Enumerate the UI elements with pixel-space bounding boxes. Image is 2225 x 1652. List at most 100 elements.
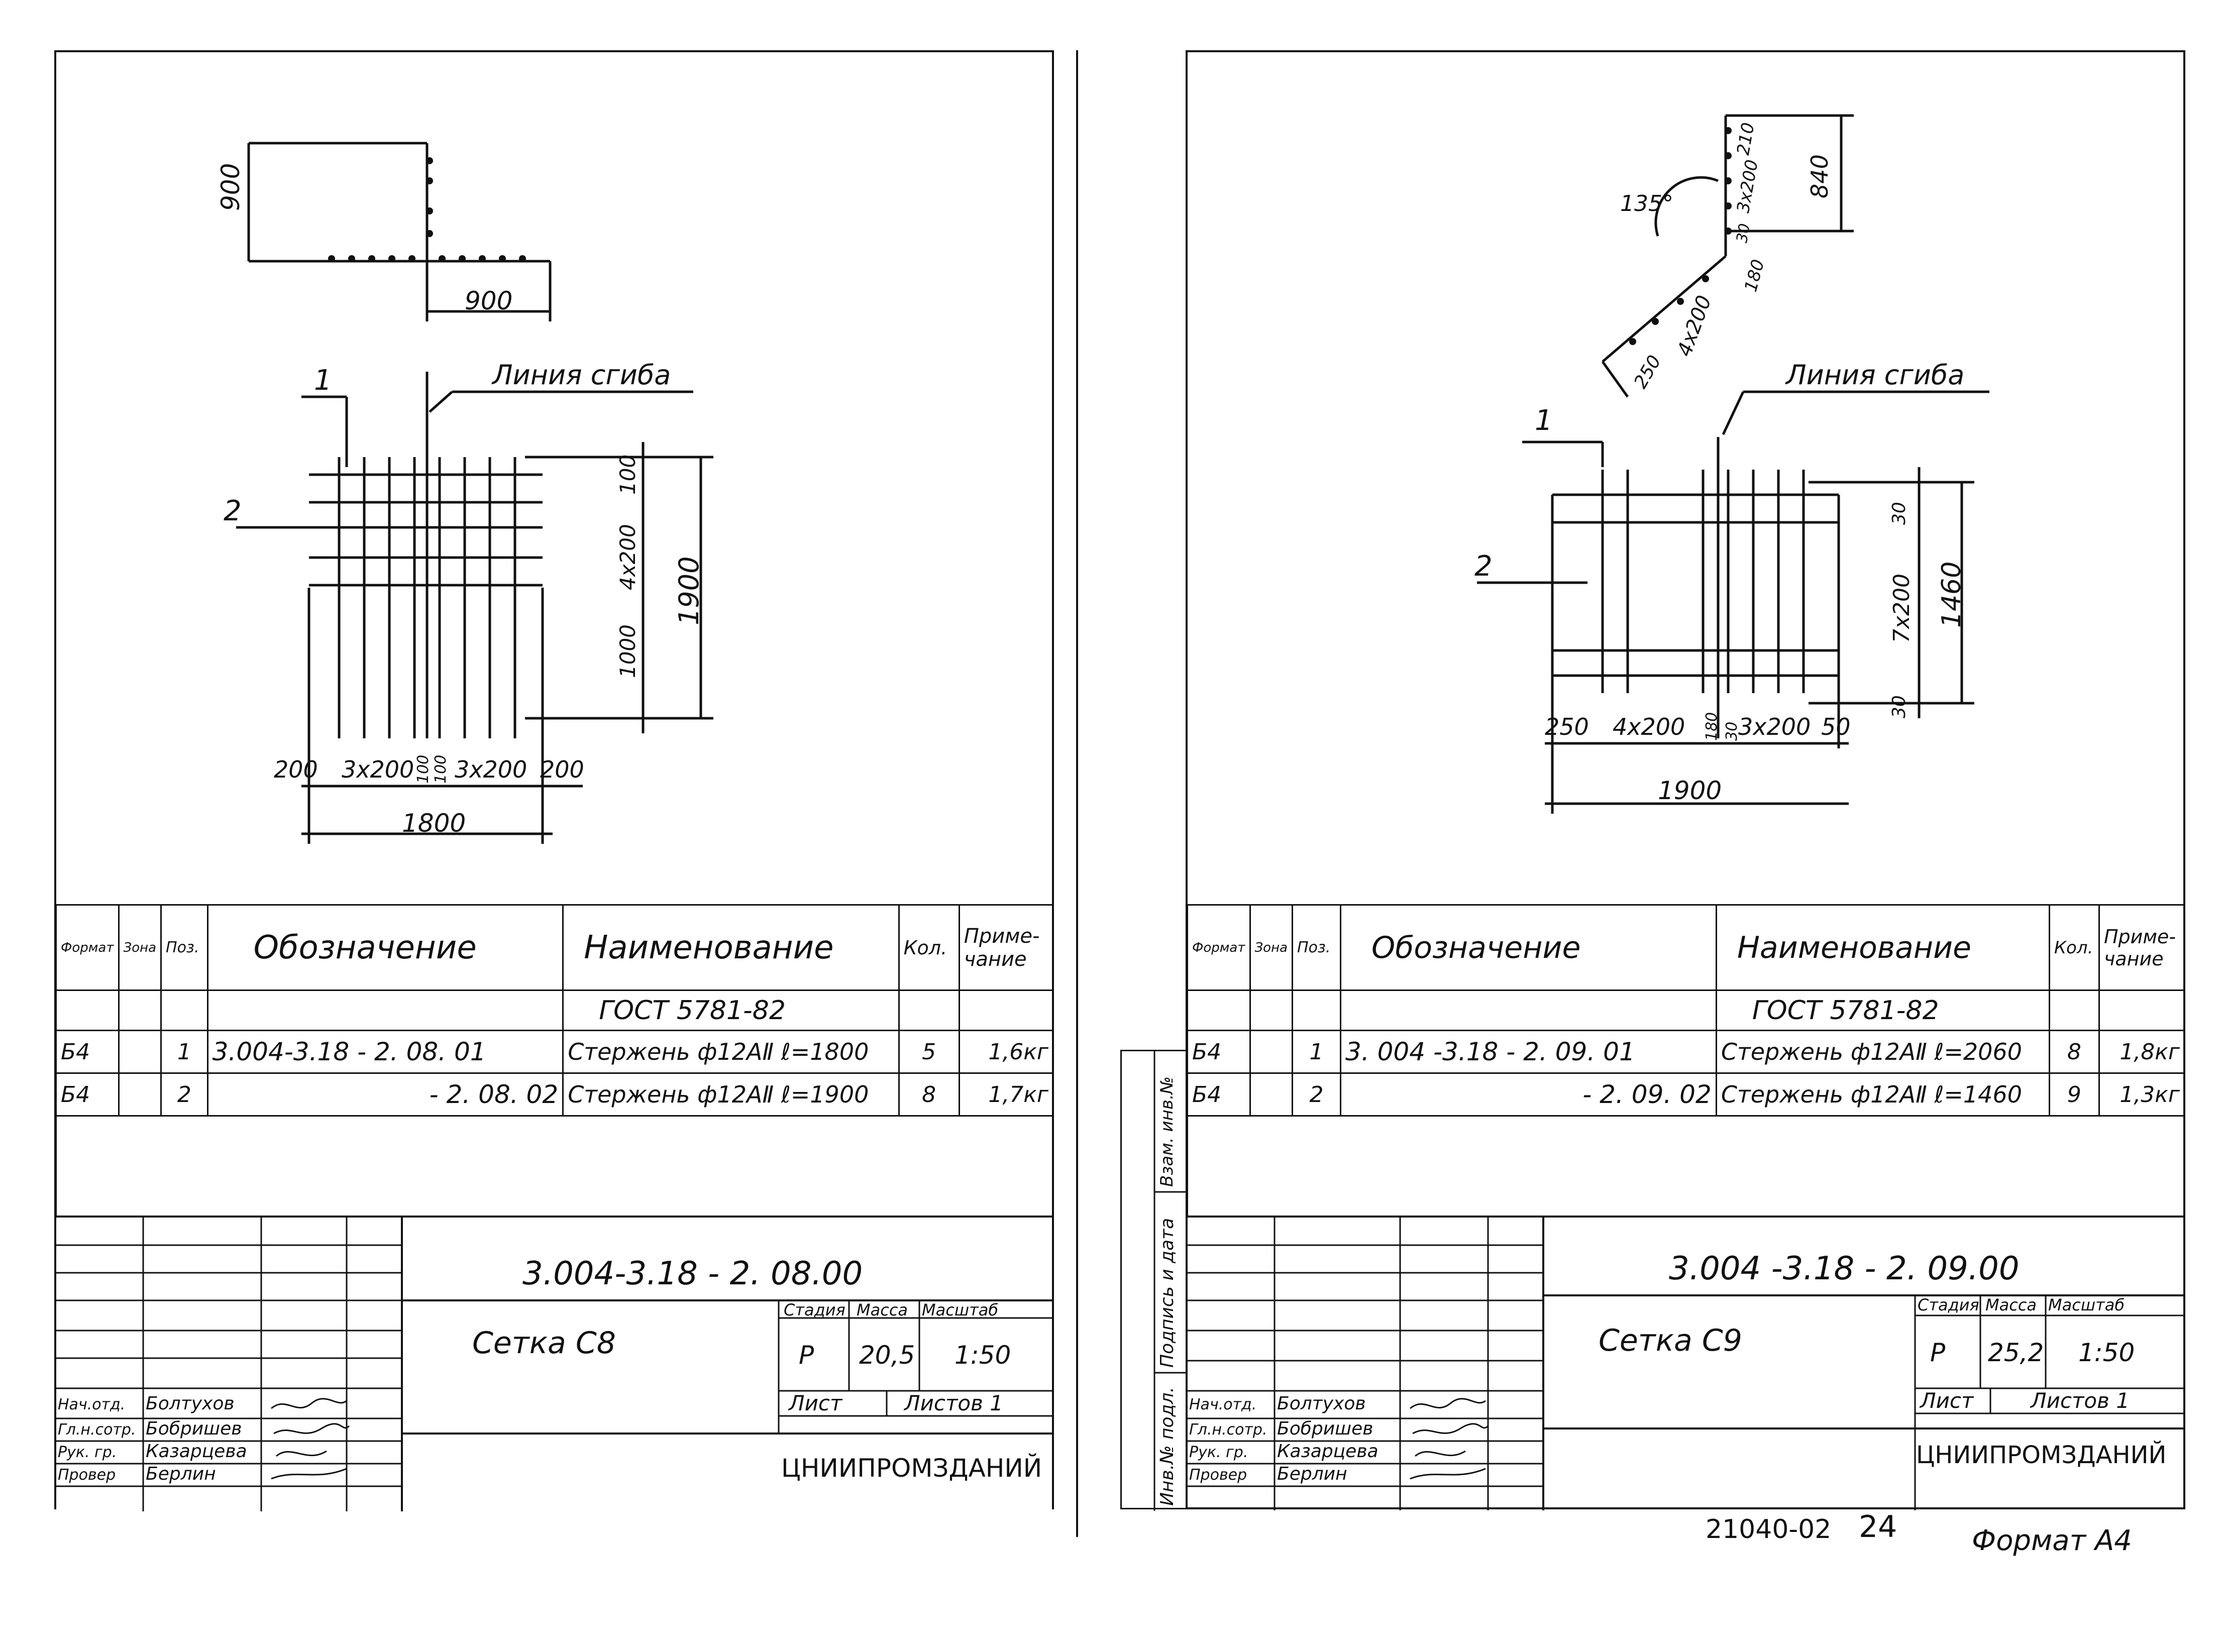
right-stamp-mass: 25,2 — [1988, 1338, 2044, 1367]
right-dim-1900: 1900 — [1658, 776, 1722, 805]
right-stamp-title: Сетка С9 — [1599, 1323, 1742, 1358]
right-bottom-dim-6: 50 — [1821, 713, 1851, 740]
right-person-2-name: Бобришев — [1277, 1418, 1373, 1439]
footer-format: Формат А4 — [1972, 1524, 2132, 1557]
left-hdr-format: Формат — [55, 904, 120, 991]
right-row1-format: Б4 — [1187, 1030, 1251, 1074]
right-row2-name: Стержень ф12АⅡ ℓ=1460 — [1715, 1072, 2050, 1117]
right-gost: ГОСТ 5781-82 — [1715, 989, 2050, 1031]
right-hdr-note: Приме-чание — [2098, 904, 2186, 991]
right-stamp-org: ЦНИИПРОМЗДАНИЙ — [1916, 1441, 2167, 1469]
right-row2-designation: - 2. 09. 02 — [1340, 1072, 1717, 1117]
left-hdr-zone: Зона — [118, 904, 162, 991]
right-row1-qty: 8 — [2048, 1030, 2100, 1074]
left-row1-note: 1,6кг — [958, 1030, 1054, 1074]
right-hdr-pos: Поз. — [1292, 904, 1342, 991]
left-row1-pos: 1 — [160, 1030, 208, 1074]
right-row1-designation: 3. 004 -3.18 - 2. 09. 01 — [1340, 1030, 1717, 1074]
right-row2-format: Б4 — [1187, 1072, 1251, 1117]
right-bottom-dim-1: 250 — [1545, 713, 1589, 740]
left-fold-line-label: Линия сгиба — [492, 359, 671, 391]
left-person-1-name: Болтухов — [146, 1393, 235, 1414]
left-row2-qty: 8 — [898, 1072, 960, 1117]
right-dim-30: 30 — [1733, 222, 1754, 245]
footer-page-number: 24 — [1859, 1509, 1897, 1545]
right-spec-table: Формат Зона Поз. Обозначение Наименовани… — [1187, 904, 2186, 1217]
left-stamp-stage-label: Стадия — [784, 1300, 845, 1319]
left-row1-name: Стержень ф12АⅡ ℓ=1800 — [562, 1030, 900, 1074]
right-signatures — [1410, 1398, 1489, 1480]
left-row2-format: Б4 — [55, 1072, 120, 1117]
left-bottom-dim-5: 3х200 — [455, 756, 527, 783]
right-stamp-stage-label: Стадия — [1918, 1295, 1979, 1314]
right-sheet — [1186, 50, 2185, 1509]
right-row1-pos: 1 — [1292, 1030, 1342, 1074]
left-person-4-name: Берлин — [146, 1464, 216, 1484]
left-row1-designation: 3.004-3.18 - 2. 08. 01 — [206, 1030, 564, 1074]
left-stamp-stage: Р — [799, 1341, 814, 1370]
right-row2-qty: 9 — [2048, 1072, 2100, 1117]
right-person-3-name: Казарцева — [1277, 1441, 1379, 1462]
right-fold-line-label: Линия сгиба — [1786, 359, 1965, 391]
right-row2-note: 1,3кг — [2098, 1072, 2186, 1117]
right-dim-angle: 135° — [1620, 191, 1673, 216]
right-dim-30-bottom: 30 — [1889, 695, 1910, 718]
right-bottom-dim-5: 3х200 — [1738, 713, 1811, 740]
left-stamp-scale-label: Масштаб — [922, 1300, 999, 1319]
left-stamp-mass-label: Масса — [857, 1300, 908, 1319]
right-bottom-dim-2: 4х200 — [1613, 713, 1685, 740]
right-dim-30-top: 30 — [1889, 502, 1910, 525]
page-divider — [1076, 50, 1078, 1537]
right-person-2-role: Гл.н.сотр. — [1189, 1421, 1267, 1439]
left-person-1-role: Нач.отд. — [58, 1396, 126, 1413]
left-hdr-pos: Поз. — [160, 904, 208, 991]
left-bottom-dim-6: 200 — [540, 756, 584, 783]
right-hdr-qty: Кол. — [2048, 904, 2100, 991]
left-stamp-org: ЦНИИПРОМЗДАНИЙ — [781, 1454, 1042, 1483]
right-stamp-stage: Р — [1930, 1338, 1946, 1367]
right-person-3-role: Рук. гр. — [1189, 1444, 1248, 1461]
left-row1-qty: 5 — [898, 1030, 960, 1074]
left-stamp-title: Сетка С8 — [472, 1326, 616, 1361]
right-row1-name: Стержень ф12АⅡ ℓ=2060 — [1715, 1030, 2050, 1074]
left-drawing — [236, 142, 713, 844]
right-stamp-scale: 1:50 — [2078, 1338, 2135, 1367]
left-hdr-qty: Кол. — [898, 904, 960, 991]
footer-doc-number: 21040-02 — [1706, 1514, 1832, 1545]
left-stamp: 3.004-3.18 - 2. 08.00 Сетка С8 Стадия Ма… — [55, 1216, 1054, 1511]
left-row1-format: Б4 — [55, 1030, 120, 1074]
right-hdr-designation: Обозначение — [1340, 904, 1717, 991]
left-person-4-role: Провер — [58, 1466, 116, 1484]
side-strip: Инв.№ подл. Подпись и дата Взам. инв.№ — [1120, 1050, 1187, 1511]
right-person-1-name: Болтухов — [1277, 1393, 1366, 1414]
left-stamp-sheets-label: Листов 1 — [904, 1391, 1003, 1415]
left-row2-designation: - 2. 08. 02 — [206, 1072, 564, 1117]
left-bottom-dim-2: 3х200 — [342, 756, 414, 783]
right-row2-pos: 2 — [1292, 1072, 1342, 1117]
left-person-3-name: Казарцева — [146, 1441, 247, 1462]
left-gost: ГОСТ 5781-82 — [562, 989, 900, 1031]
left-stamp-code: 3.004-3.18 - 2. 08.00 — [522, 1255, 863, 1292]
left-spec-table: Формат Зона Поз. Обозначение Наименовани… — [55, 904, 1054, 1217]
right-person-4-role: Провер — [1189, 1466, 1247, 1484]
right-hdr-zone: Зона — [1249, 904, 1294, 991]
right-hdr-name: Наименование — [1715, 904, 2050, 991]
left-dim-1800: 1800 — [402, 809, 466, 838]
left-row2-name: Стержень ф12АⅡ ℓ=1900 — [562, 1072, 900, 1117]
left-hdr-note: Приме-чание — [958, 904, 1054, 991]
right-callout-2: 2 — [1474, 550, 1493, 583]
right-row1-note: 1,8кг — [2098, 1030, 2186, 1074]
right-stamp: 3.004 -3.18 - 2. 09.00 Сетка С9 Стадия М… — [1187, 1216, 2185, 1510]
right-drawing — [1477, 114, 1989, 814]
right-stamp-scale-label: Масштаб — [2048, 1295, 2125, 1314]
right-dim-7x200: 7х200 — [1889, 573, 1915, 643]
right-stamp-mass-label: Масса — [1985, 1295, 2037, 1314]
right-person-1-role: Нач.отд. — [1189, 1396, 1257, 1413]
left-hdr-designation: Обозначение — [206, 904, 564, 991]
left-person-2-name: Бобришев — [146, 1418, 242, 1439]
left-row2-note: 1,7кг — [958, 1072, 1054, 1117]
left-sheet — [54, 50, 1054, 1509]
left-signatures — [271, 1398, 350, 1480]
left-bottom-dim-1: 200 — [274, 756, 318, 783]
left-person-2-role: Гл.н.сотр. — [58, 1421, 136, 1439]
